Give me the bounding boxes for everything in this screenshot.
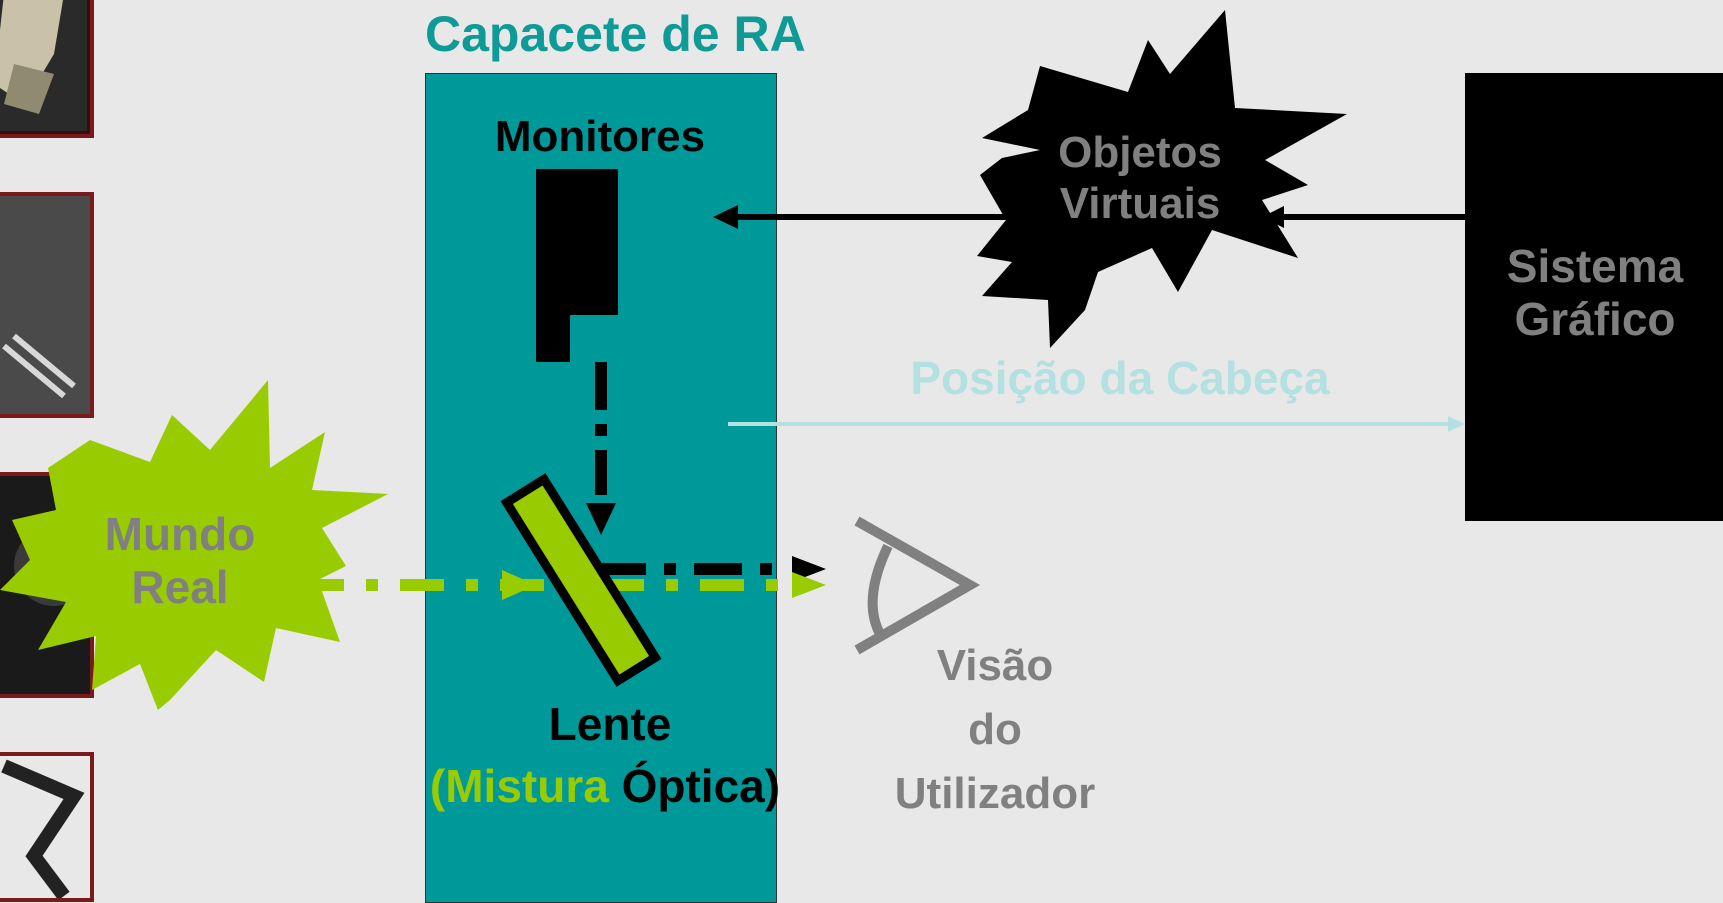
user-view-line1: Visão	[936, 641, 1054, 690]
lens-label: Lente	[548, 698, 672, 750]
thumbnail-4	[0, 752, 94, 902]
real-world-line1: Mundo	[104, 508, 256, 560]
virtual-objects-label: Objetos Virtuais	[1030, 128, 1250, 229]
graphics-system-box	[1465, 73, 1723, 521]
thumbnail-art-2	[0, 196, 90, 414]
arrowhead-head-position	[1448, 416, 1465, 432]
head-position-label: Posição da Cabeça	[910, 352, 1330, 404]
virtual-objects-line2: Virtuais	[1059, 178, 1221, 228]
optical-mix-mistura: Mistura	[445, 760, 609, 812]
helmet-title: Capacete de RA	[425, 6, 806, 62]
user-view-label: Visão do Utilizador	[880, 634, 1110, 825]
graphics-system-line2: Gráfico	[1514, 292, 1676, 345]
user-view-line3: Utilizador	[894, 768, 1096, 818]
optical-mix-label: (Mistura Óptica)	[425, 760, 785, 813]
graphics-system-label: Sistema Gráfico	[1470, 240, 1720, 346]
arrowhead-real-to-lens	[502, 570, 536, 600]
user-view-line2: do	[968, 704, 1022, 754]
real-world-line2: Real	[131, 560, 229, 613]
arrowhead-monitors	[713, 205, 738, 229]
arrowhead-starburst	[1262, 206, 1284, 228]
virtual-objects-line1: Objetos	[1058, 128, 1222, 177]
real-world-starburst-icon	[0, 380, 388, 710]
graphics-system-line1: Sistema	[1506, 240, 1684, 292]
virtual-objects-starburst-icon	[977, 10, 1347, 348]
lens-icon	[500, 473, 662, 687]
thumbnail-2	[0, 192, 94, 418]
optical-mix-optica: Óptica)	[608, 760, 781, 812]
thumbnail-1	[0, 0, 94, 138]
optical-mix-open: (	[429, 760, 446, 812]
arrowhead-real-to-eye	[792, 572, 826, 598]
thumbnail-art-4	[0, 756, 90, 901]
thumbnail-art-1	[0, 0, 63, 114]
monitor-icon	[536, 169, 618, 362]
arrowhead-monitor-down	[586, 503, 616, 535]
real-world-label: Mundo Real	[80, 508, 280, 614]
eye-icon	[854, 516, 981, 655]
monitors-label: Monitores	[494, 112, 706, 161]
